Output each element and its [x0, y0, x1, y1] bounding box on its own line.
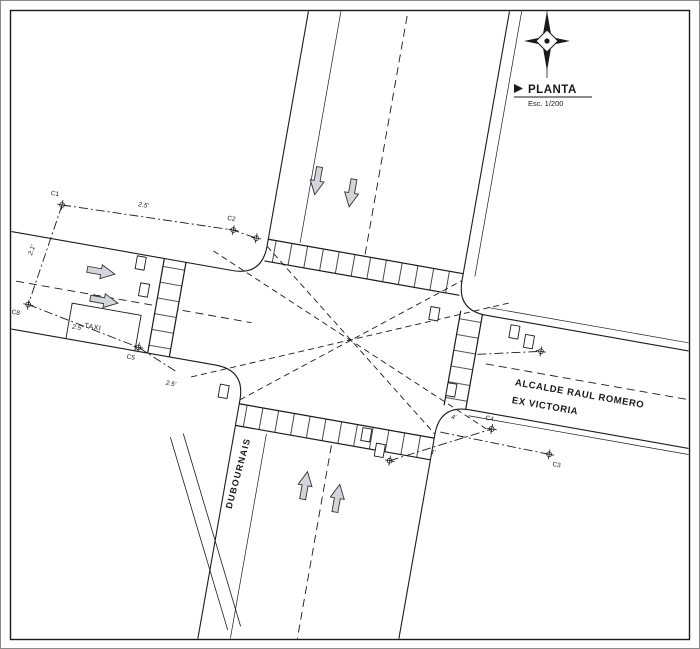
property-lines-southwest [169, 433, 241, 631]
survey-point-marker [485, 422, 498, 436]
dim-label-5: 4' [451, 414, 458, 422]
taxi-zone-label: TAXI [84, 323, 102, 333]
intersection-guide-lines [191, 245, 509, 435]
plan-scale: Esc. 1/200 [528, 99, 563, 108]
survey-point-labels: C1 C2 C5 C8 C3 C4 [11, 190, 562, 470]
taxi-zone: TAXI [65, 302, 142, 351]
traffic-arrow-eastbound [85, 261, 117, 282]
point-label-c8: C8 [11, 309, 21, 317]
point-label-c1: C1 [50, 190, 60, 198]
dim-label-4: 2.5' [164, 380, 177, 389]
crosswalk-south [235, 403, 435, 461]
dim-label-2: 2.1' [27, 243, 38, 257]
traffic-arrows [85, 165, 362, 514]
north-compass-icon [524, 11, 570, 78]
street-label-dubournais: DUBOURNAIS [224, 437, 253, 510]
point-label-c2: C2 [227, 215, 237, 223]
dim-label-3: 2.5' [70, 323, 83, 332]
traffic-arrow-northbound [295, 469, 315, 501]
street-label-alcalde-line2: EX VICTORIA [511, 395, 579, 417]
signal-boxes [134, 255, 536, 459]
point-label-c5: C5 [126, 354, 136, 362]
dim-label-1: 2.5' [137, 201, 150, 210]
survey-point-marker [383, 454, 396, 468]
survey-point-marker [55, 198, 69, 212]
survey-point-markers [21, 198, 556, 468]
drawing-frame [9, 9, 691, 641]
title-block: PLANTA Esc. 1/200 [514, 84, 592, 108]
survey-point-marker [542, 448, 556, 461]
crosswalk-north [264, 238, 464, 296]
dimension-labels: 2.5' 2.1' 2.5' 2.5' 4' 1' [27, 201, 458, 457]
traffic-arrow-northbound [327, 482, 348, 514]
title-marker-icon [514, 84, 523, 93]
point-label-c3: C3 [552, 461, 562, 469]
survey-point-marker [249, 231, 263, 245]
point-label-c4: C4 [485, 415, 495, 423]
survey-point-marker [21, 298, 35, 311]
dim-label-6: 1' [430, 449, 437, 457]
survey-boundary-lines [27, 204, 550, 462]
traffic-arrow-southbound [307, 165, 327, 197]
plan-title: PLANTA [528, 84, 577, 96]
traffic-arrow-southbound [341, 177, 362, 209]
survey-point-marker [227, 223, 240, 237]
crosswalk-west [147, 258, 187, 357]
